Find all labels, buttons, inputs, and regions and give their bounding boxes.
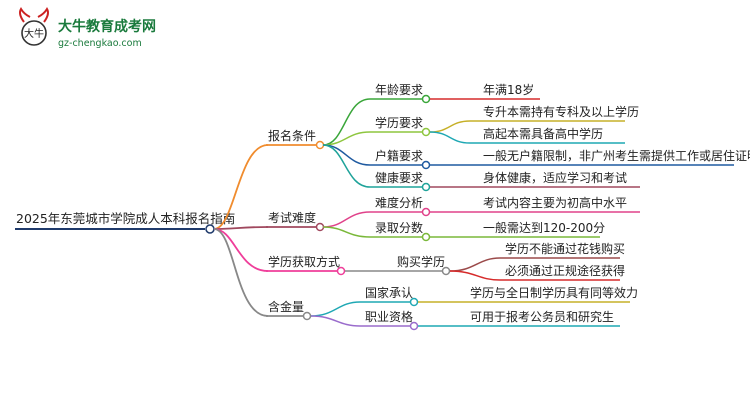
edge-root-branch4 (213, 228, 269, 317)
leaf-age-18: 年满18岁 (483, 82, 534, 97)
edge-root-branch1 (213, 144, 269, 230)
branch2-connector (315, 222, 325, 232)
ox-logo-icon: 大牛 (19, 7, 49, 46)
leaf-equal-validity: 学历与全日制学历具有同等效力 (470, 285, 638, 300)
edge-root-branch3 (213, 228, 269, 272)
node-education-requirement: 学历要求 (375, 115, 423, 130)
leaf-health-detail: 身体健康，适应学习和考试 (483, 170, 627, 185)
logo-title: 大牛教育成考网 (58, 18, 156, 35)
edge-root-branch2 (213, 226, 269, 230)
node-national-recognition: 国家承认 (365, 285, 413, 300)
leaf-difficulty-detail: 考试内容主要为初高中水平 (483, 195, 627, 210)
branch4-label: 含金量 (268, 299, 304, 314)
node-age-requirement: 年龄要求 (375, 83, 423, 97)
branch1-label: 报名条件 (268, 128, 316, 143)
branch-xueli-huoqu: 学历获取方式 购买学历 学历不能通过花钱购买 必须通过正规途径获得 (266, 241, 625, 281)
logo-url: gz-chengkao.com (58, 38, 142, 49)
leaf-civil-service-grad: 可用于报考公务员和研究生 (470, 309, 614, 324)
branch3-label: 学历获取方式 (268, 254, 340, 269)
root-node: 2025年东莞城市学院成人本科报名指南 (15, 211, 235, 234)
node-buy-degree: 购买学历 (397, 254, 445, 269)
root-label: 2025年东莞城市学院成人本科报名指南 (16, 211, 235, 226)
branch-hanjinliang: 含金量 国家承认 学历与全日制学历具有同等效力 职业资格 可用于报考公务员和研究… (266, 285, 638, 331)
branch2-label: 考试难度 (268, 210, 316, 225)
leaf-cannot-buy: 学历不能通过花钱购买 (505, 241, 625, 256)
branch4-connector (302, 311, 312, 321)
brand-logo: 大牛 大牛教育成考网 gz-chengkao.com (19, 7, 156, 49)
leaf-zsb-requirement: 专升本需持有专科及以上学历 (483, 104, 639, 119)
node-health-requirement: 健康要求 (375, 170, 423, 185)
node-admission-score: 录取分数 (375, 220, 423, 235)
branch1-connector (315, 140, 325, 150)
leaf-proper-channel: 必须通过正规途径获得 (505, 263, 625, 278)
leaf-score-detail: 一般需达到120-200分 (483, 220, 605, 235)
branch3-connector (336, 266, 346, 276)
root-connector (205, 224, 215, 234)
branch-baoming-tiaojian: 报名条件 年龄要求 年满18岁 学历要求 专升本需持有专科及以上学历 高起本需具… (266, 82, 750, 192)
leaf-hukou-detail: 一般无户籍限制，非广州考生需提供工作或居住证明 (483, 148, 750, 163)
node-hukou-requirement: 户籍要求 (375, 148, 423, 163)
branch-kaoshi-nandu: 考试难度 难度分析 考试内容主要为初高中水平 录取分数 一般需达到120-200… (266, 195, 640, 242)
logo-mark-text: 大牛 (24, 27, 44, 40)
leaf-gqb-requirement: 高起本需具备高中学历 (483, 126, 603, 141)
node-career-qualification: 职业资格 (365, 309, 413, 324)
node-difficulty-analysis: 难度分析 (375, 195, 423, 210)
